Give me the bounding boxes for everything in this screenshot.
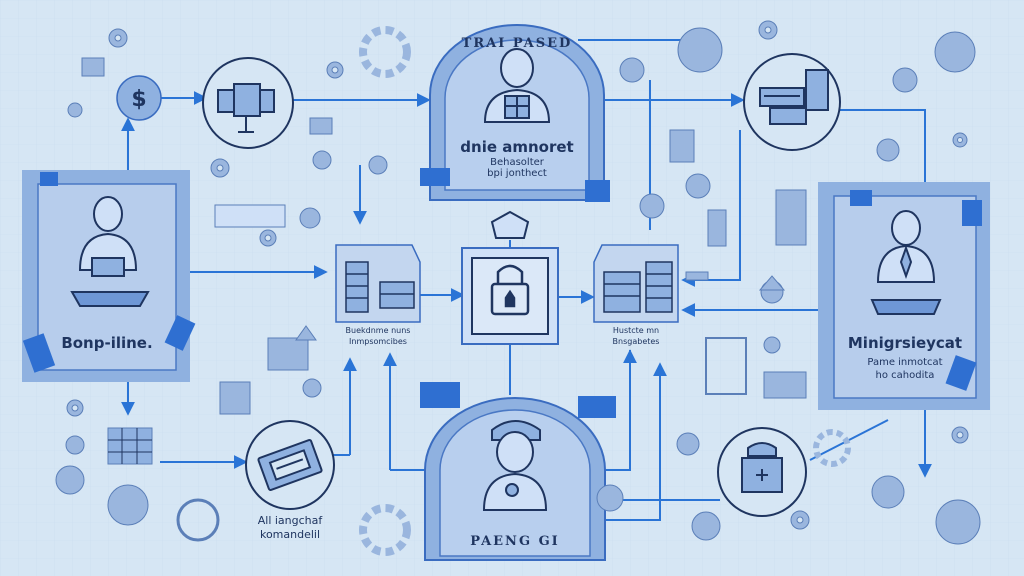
gear-icon <box>210 158 230 178</box>
gear-icon <box>952 132 968 148</box>
globe-icon <box>677 27 723 73</box>
sun-wheel-icon <box>359 26 411 78</box>
coin-icon <box>685 173 711 199</box>
grid-icon <box>107 427 153 465</box>
right-server-caption-1: Hustcte mn <box>612 326 660 335</box>
left-node[interactable] <box>22 170 196 382</box>
spark-icon <box>295 325 317 341</box>
coin-icon <box>176 498 220 542</box>
right-node-subtitle-1: Pame inmotcat <box>867 357 943 368</box>
dollar-icon[interactable]: $ <box>116 75 162 121</box>
calendar-icon <box>267 337 309 371</box>
globe-icon <box>107 484 149 526</box>
coin-icon <box>676 432 700 456</box>
left-node-title: Bonp-iline. <box>61 334 153 352</box>
server-rack-icon <box>603 261 673 313</box>
bottom-node[interactable] <box>420 382 616 561</box>
top-node-subtitle-1: Behasolter <box>490 157 544 168</box>
chart-icon <box>309 117 333 135</box>
phone-icon <box>669 129 695 163</box>
ticket-icon <box>763 371 807 399</box>
top-node-subtitle-2: bpi jonthect <box>487 168 547 179</box>
gear-icon <box>108 28 128 48</box>
globe-icon <box>871 475 905 509</box>
gear-icon <box>758 20 778 40</box>
grid-cells <box>108 428 152 464</box>
cash-register-icon[interactable] <box>743 53 841 151</box>
globe-icon <box>935 499 981 545</box>
card-icon <box>214 204 286 228</box>
globe-icon <box>934 31 976 73</box>
bag-icon <box>758 275 786 291</box>
left-server-node[interactable] <box>335 244 421 323</box>
left-server-caption-2: Inmpsomcibes <box>349 337 407 346</box>
top-node-title: dnie amnoret <box>460 138 574 156</box>
person-with-gift-icon <box>483 48 551 123</box>
center-node[interactable] <box>461 210 559 345</box>
right-node-subtitle-2: ho cahodita <box>875 370 935 381</box>
phone-icon <box>707 209 727 247</box>
gear-icon <box>691 511 721 541</box>
left-server-caption-1: Buekdnme nuns <box>345 326 411 335</box>
gear-icon <box>259 229 277 247</box>
column-icon <box>705 337 747 395</box>
bottom-node-arc-label: PAENG GI <box>470 534 560 549</box>
person-at-desk-icon <box>70 196 150 307</box>
balance-icon[interactable] <box>245 420 335 510</box>
box-icon <box>219 381 251 415</box>
building-icon <box>775 189 807 246</box>
server-rack-icon <box>345 261 415 313</box>
gear-icon <box>951 426 969 444</box>
device-icon <box>81 57 105 77</box>
clock-icon <box>312 150 332 170</box>
gear-icon <box>326 61 344 79</box>
bottom-left-caption-2: komandelil <box>259 528 321 541</box>
svg-text:$: $ <box>131 87 146 112</box>
clock-icon <box>299 207 321 229</box>
right-node-title: Minigrsieycat <box>847 334 963 352</box>
gear-icon <box>790 510 810 530</box>
robot-arm-icon[interactable] <box>202 57 294 149</box>
pen-icon <box>685 271 709 281</box>
gear-icon <box>67 102 83 118</box>
face-icon <box>876 138 900 162</box>
bottom-left-caption-1: All iangchaf <box>257 514 323 527</box>
coin-icon <box>55 465 85 495</box>
cup-icon <box>892 67 918 93</box>
top-node-arc-label: TRAI PASED <box>461 36 573 51</box>
safe-box-icon[interactable] <box>717 427 807 517</box>
gear-icon <box>763 336 781 354</box>
lock-icon <box>490 264 530 316</box>
gear-icon <box>65 435 85 455</box>
face-icon <box>368 155 388 175</box>
decorative-icons <box>55 20 981 556</box>
face-icon <box>596 484 624 512</box>
face-icon <box>639 193 665 219</box>
gear-icon <box>302 378 322 398</box>
top-node[interactable] <box>420 24 610 202</box>
person-with-tie-icon <box>870 210 942 315</box>
face-icon <box>619 57 645 83</box>
gear-icon <box>66 399 84 417</box>
right-node[interactable] <box>818 182 990 410</box>
person-with-cap-icon <box>482 420 548 511</box>
right-server-caption-2: Bnsgabetes <box>612 337 660 346</box>
sun-wheel-icon <box>813 429 851 467</box>
sun-wheel-icon <box>359 504 411 556</box>
right-server-node[interactable] <box>593 244 679 323</box>
